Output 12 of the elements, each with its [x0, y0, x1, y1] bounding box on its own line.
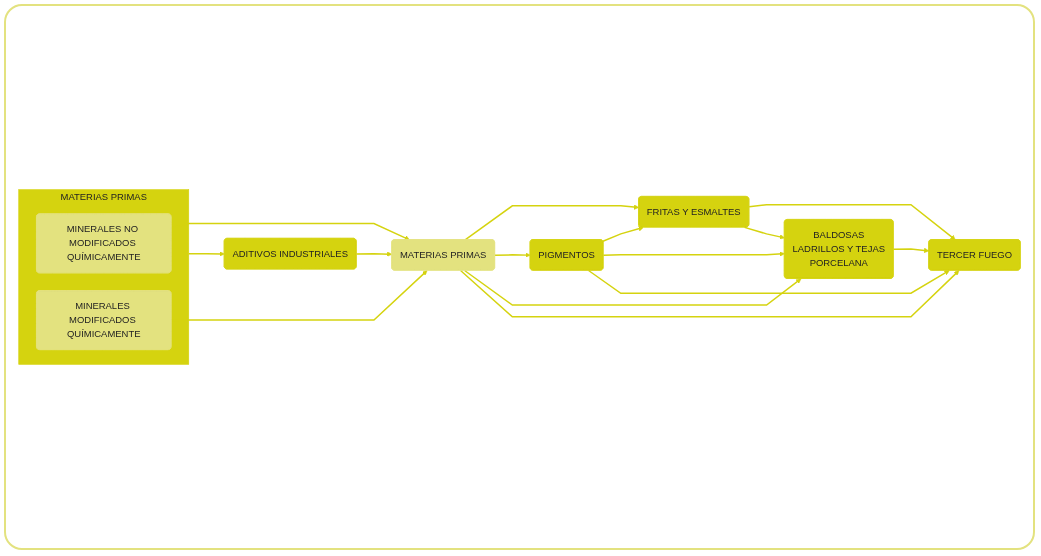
arrow	[188, 251, 225, 257]
arrow	[892, 247, 930, 253]
arrow	[587, 269, 950, 294]
arrow	[602, 226, 644, 242]
arrow	[355, 251, 393, 257]
arrow	[464, 204, 640, 241]
arrow	[463, 269, 802, 306]
arrow	[748, 203, 956, 241]
arrow	[743, 226, 785, 240]
arrow	[494, 252, 531, 258]
arrow	[459, 269, 960, 318]
arrow	[602, 251, 785, 257]
